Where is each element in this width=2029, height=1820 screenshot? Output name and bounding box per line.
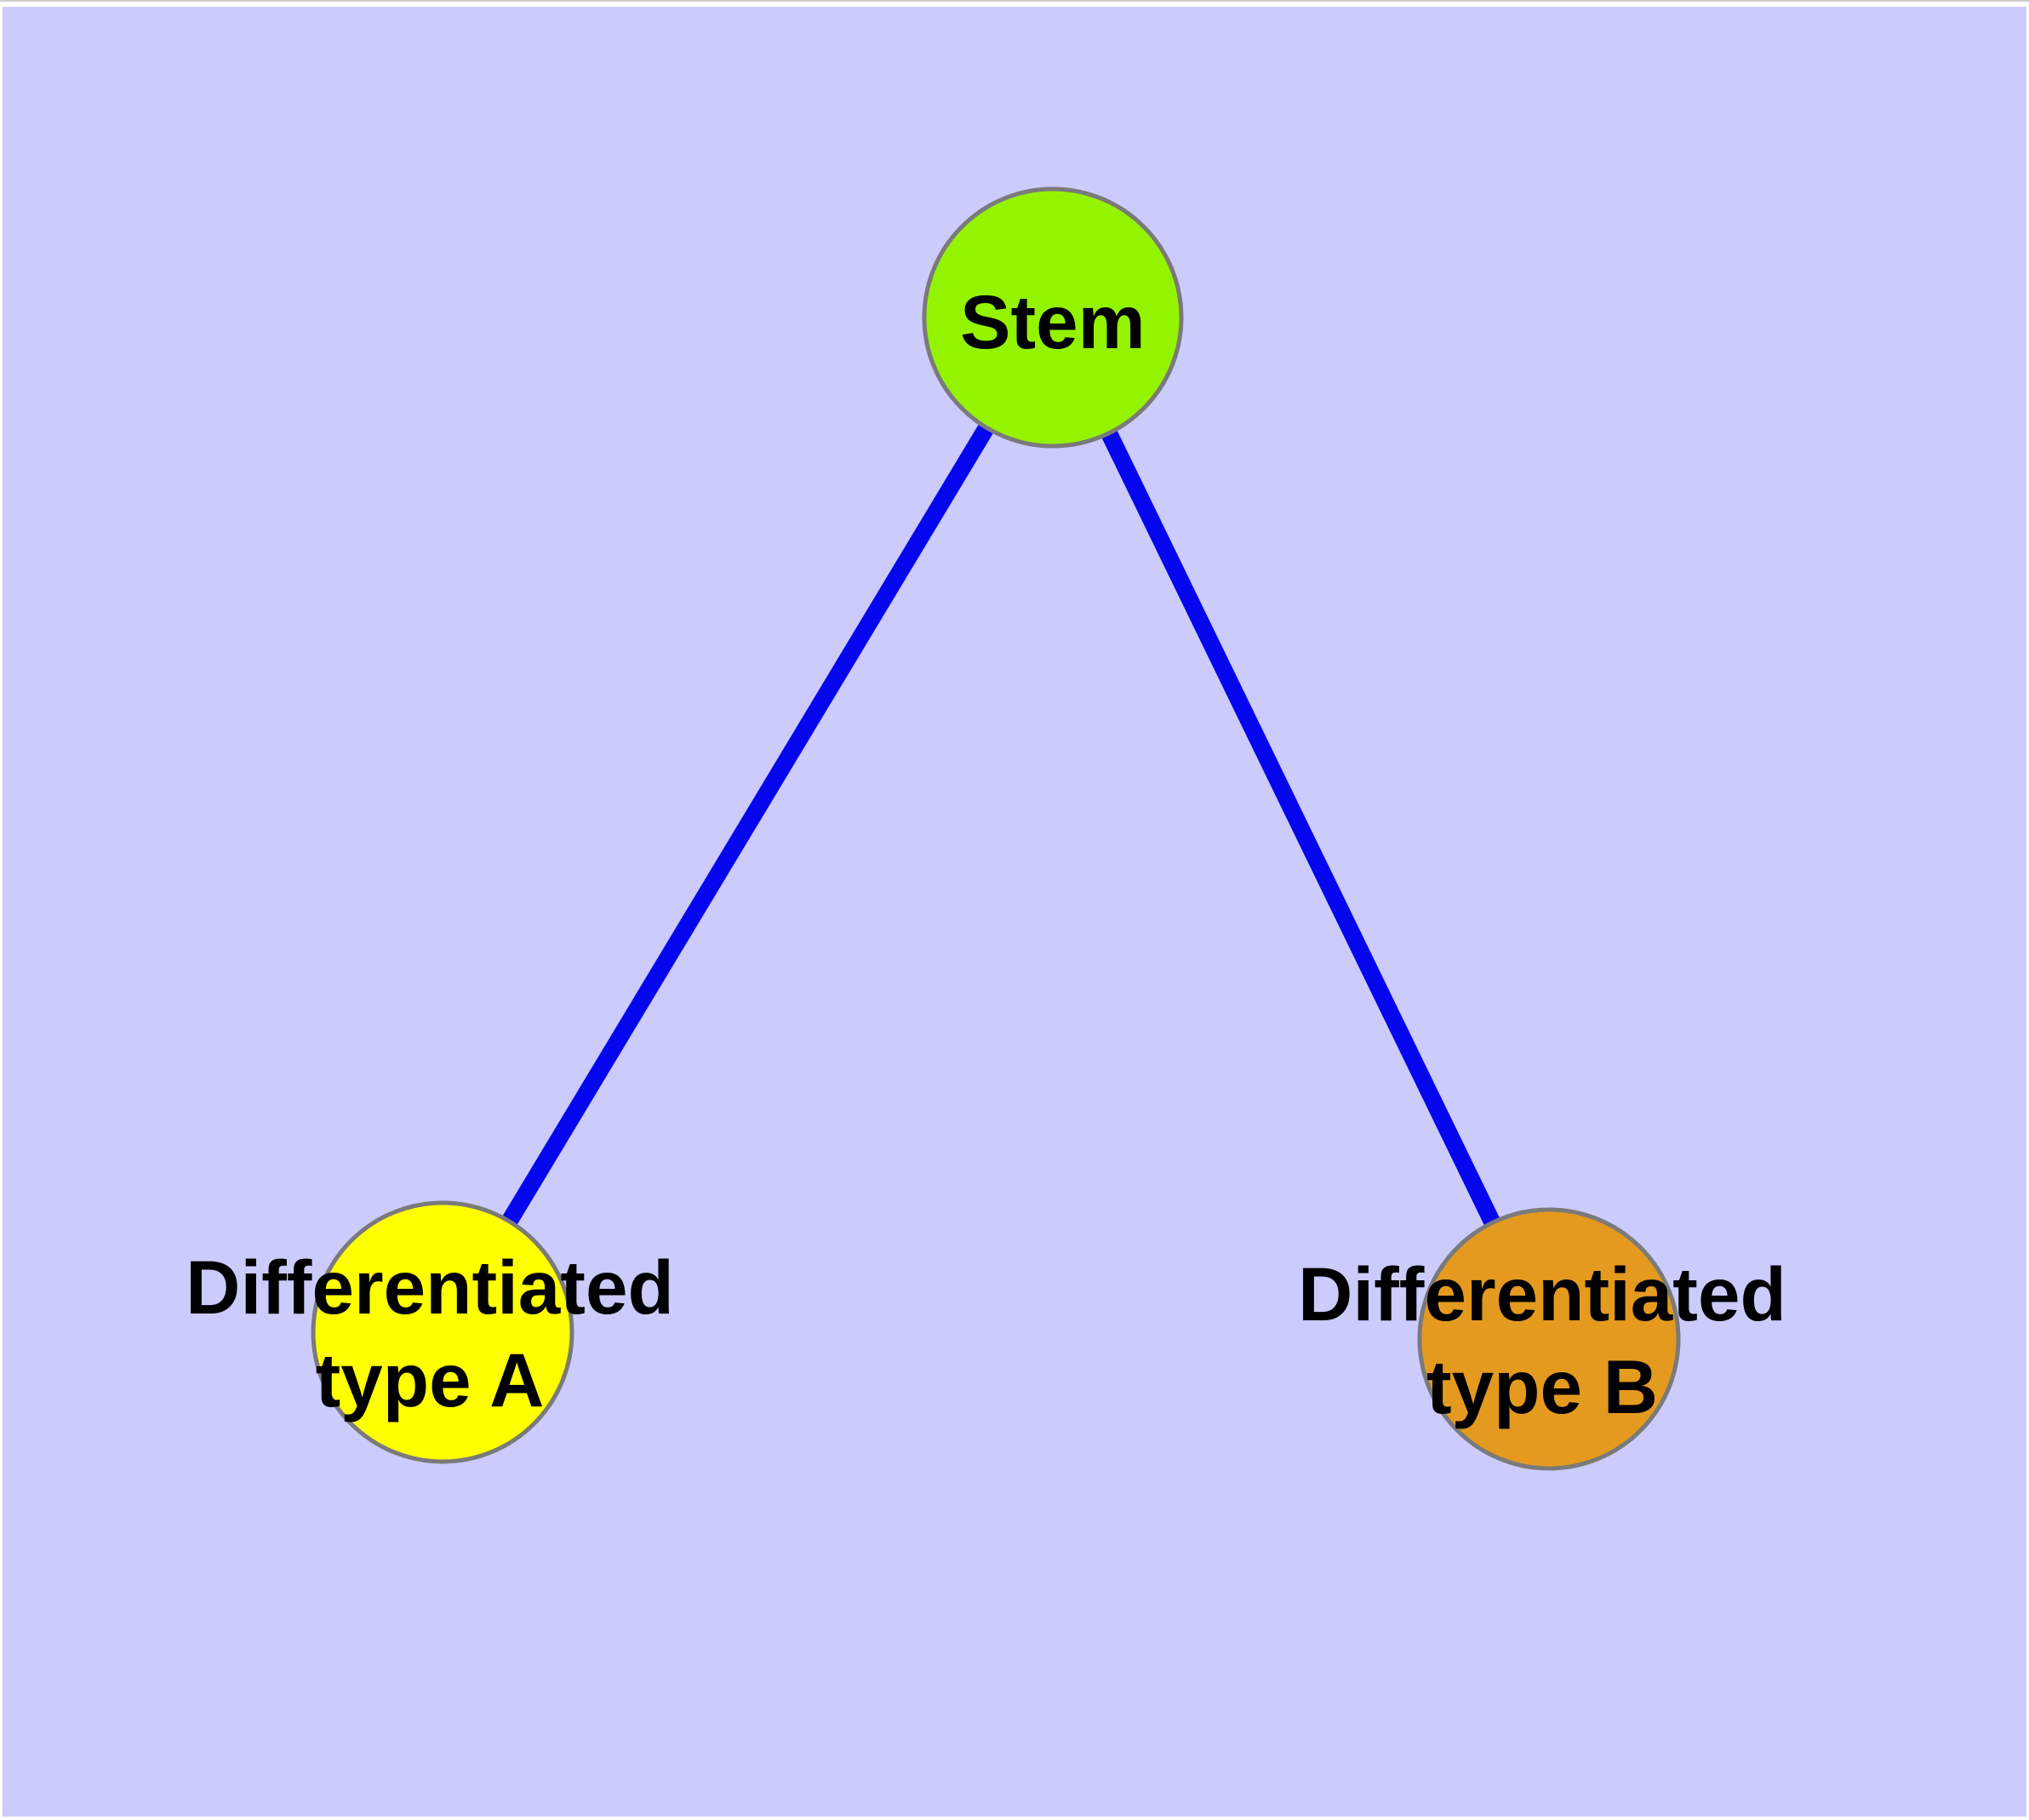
top-window-edge xyxy=(0,0,2029,2)
node-differentiated-type-a xyxy=(311,1200,574,1464)
node-differentiated-type-b xyxy=(1417,1207,1681,1471)
edge-stem-to-type-b xyxy=(1045,313,1557,1343)
edge-stem-to-type-a xyxy=(435,312,1060,1337)
node-a-label-line1: Differentiated xyxy=(186,1245,674,1330)
node-b-label-line1: Differentiated xyxy=(1298,1251,1786,1336)
node-stem xyxy=(922,186,1184,449)
node-a-label-line2: type A xyxy=(316,1337,545,1422)
node-b-label-line2: type B xyxy=(1426,1344,1658,1429)
node-stem-label: Stem xyxy=(960,279,1146,364)
